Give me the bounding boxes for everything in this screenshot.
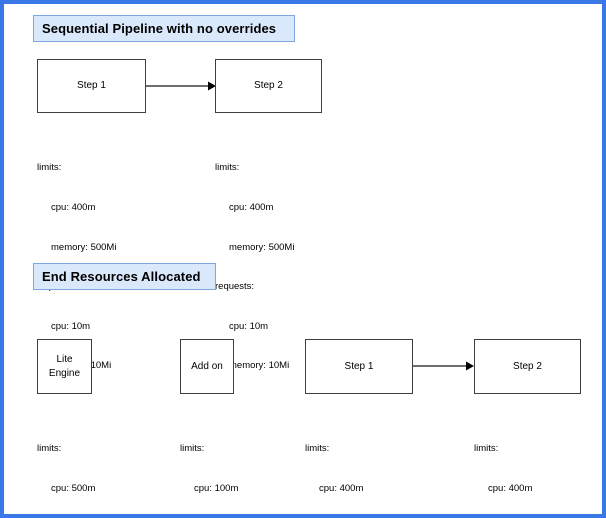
limits-label: limits: xyxy=(180,443,205,455)
limits-label: limits: xyxy=(305,443,330,455)
section-badge-sequential-pipeline[interactable]: Sequential Pipeline with no overrides xyxy=(33,15,295,42)
arrow-step1-to-step2-bottom xyxy=(413,360,474,372)
limits-cpu: cpu: 400m xyxy=(229,202,274,214)
limits-cpu: cpu: 500m xyxy=(51,483,96,495)
limits-label: limits: xyxy=(37,443,62,455)
section-badge-label: End Resources Allocated xyxy=(42,269,201,284)
limits-label: limits: xyxy=(474,443,499,455)
limits-cpu: cpu: 400m xyxy=(319,483,364,495)
node-lite-engine[interactable]: Lite Engine xyxy=(37,339,92,394)
resource-block-step-1-bottom: limits: cpu: 400m memory: 500Mi requests… xyxy=(305,416,384,514)
limits-memory: memory: 500Mi xyxy=(229,241,295,253)
node-step-1-bottom[interactable]: Step 1 xyxy=(305,339,413,394)
node-step-2-bottom[interactable]: Step 2 xyxy=(474,339,581,394)
limits-label: limits: xyxy=(215,162,240,174)
node-label: Step 2 xyxy=(513,360,542,372)
requests-label: requests: xyxy=(215,281,255,293)
node-step-1-top[interactable]: Step 1 xyxy=(37,59,146,113)
requests-memory: memory: 10Mi xyxy=(229,360,290,372)
limits-cpu: cpu: 100m xyxy=(194,483,239,495)
node-label: Step 1 xyxy=(344,360,374,372)
node-label-line-1: Lite xyxy=(56,354,73,365)
node-step-2-top[interactable]: Step 2 xyxy=(215,59,322,113)
resource-block-step-2-bottom: limits: cpu: 400m memory: 500Mi requests… xyxy=(474,416,553,514)
arrow-step1-to-step2-top xyxy=(146,80,216,92)
node-add-on[interactable]: Add on xyxy=(180,339,234,394)
node-label: Step 2 xyxy=(254,80,283,92)
node-label: Step 1 xyxy=(77,80,106,92)
limits-cpu: cpu: 400m xyxy=(51,202,96,214)
section-badge-end-resources[interactable]: End Resources Allocated xyxy=(33,263,216,290)
node-label: Add on xyxy=(191,360,223,372)
limits-memory: memory: 500Mi xyxy=(51,241,117,253)
resource-block-step-2-top: limits: cpu: 400m memory: 500Mi requests… xyxy=(215,135,294,399)
resource-block-lite-engine: limits: cpu: 500m memory: 600Mi requests… xyxy=(37,416,116,514)
requests-cpu: cpu: 10m xyxy=(51,320,91,332)
limits-cpu: cpu: 400m xyxy=(488,483,533,495)
section-badge-label: Sequential Pipeline with no overrides xyxy=(42,21,277,36)
requests-cpu: cpu: 10m xyxy=(229,320,269,332)
limits-label: limits: xyxy=(37,162,62,174)
resource-block-add-on: limits: cpu: 100m memory: 100Mi requests… xyxy=(180,416,259,514)
node-label-line-2: Engine xyxy=(48,367,81,379)
